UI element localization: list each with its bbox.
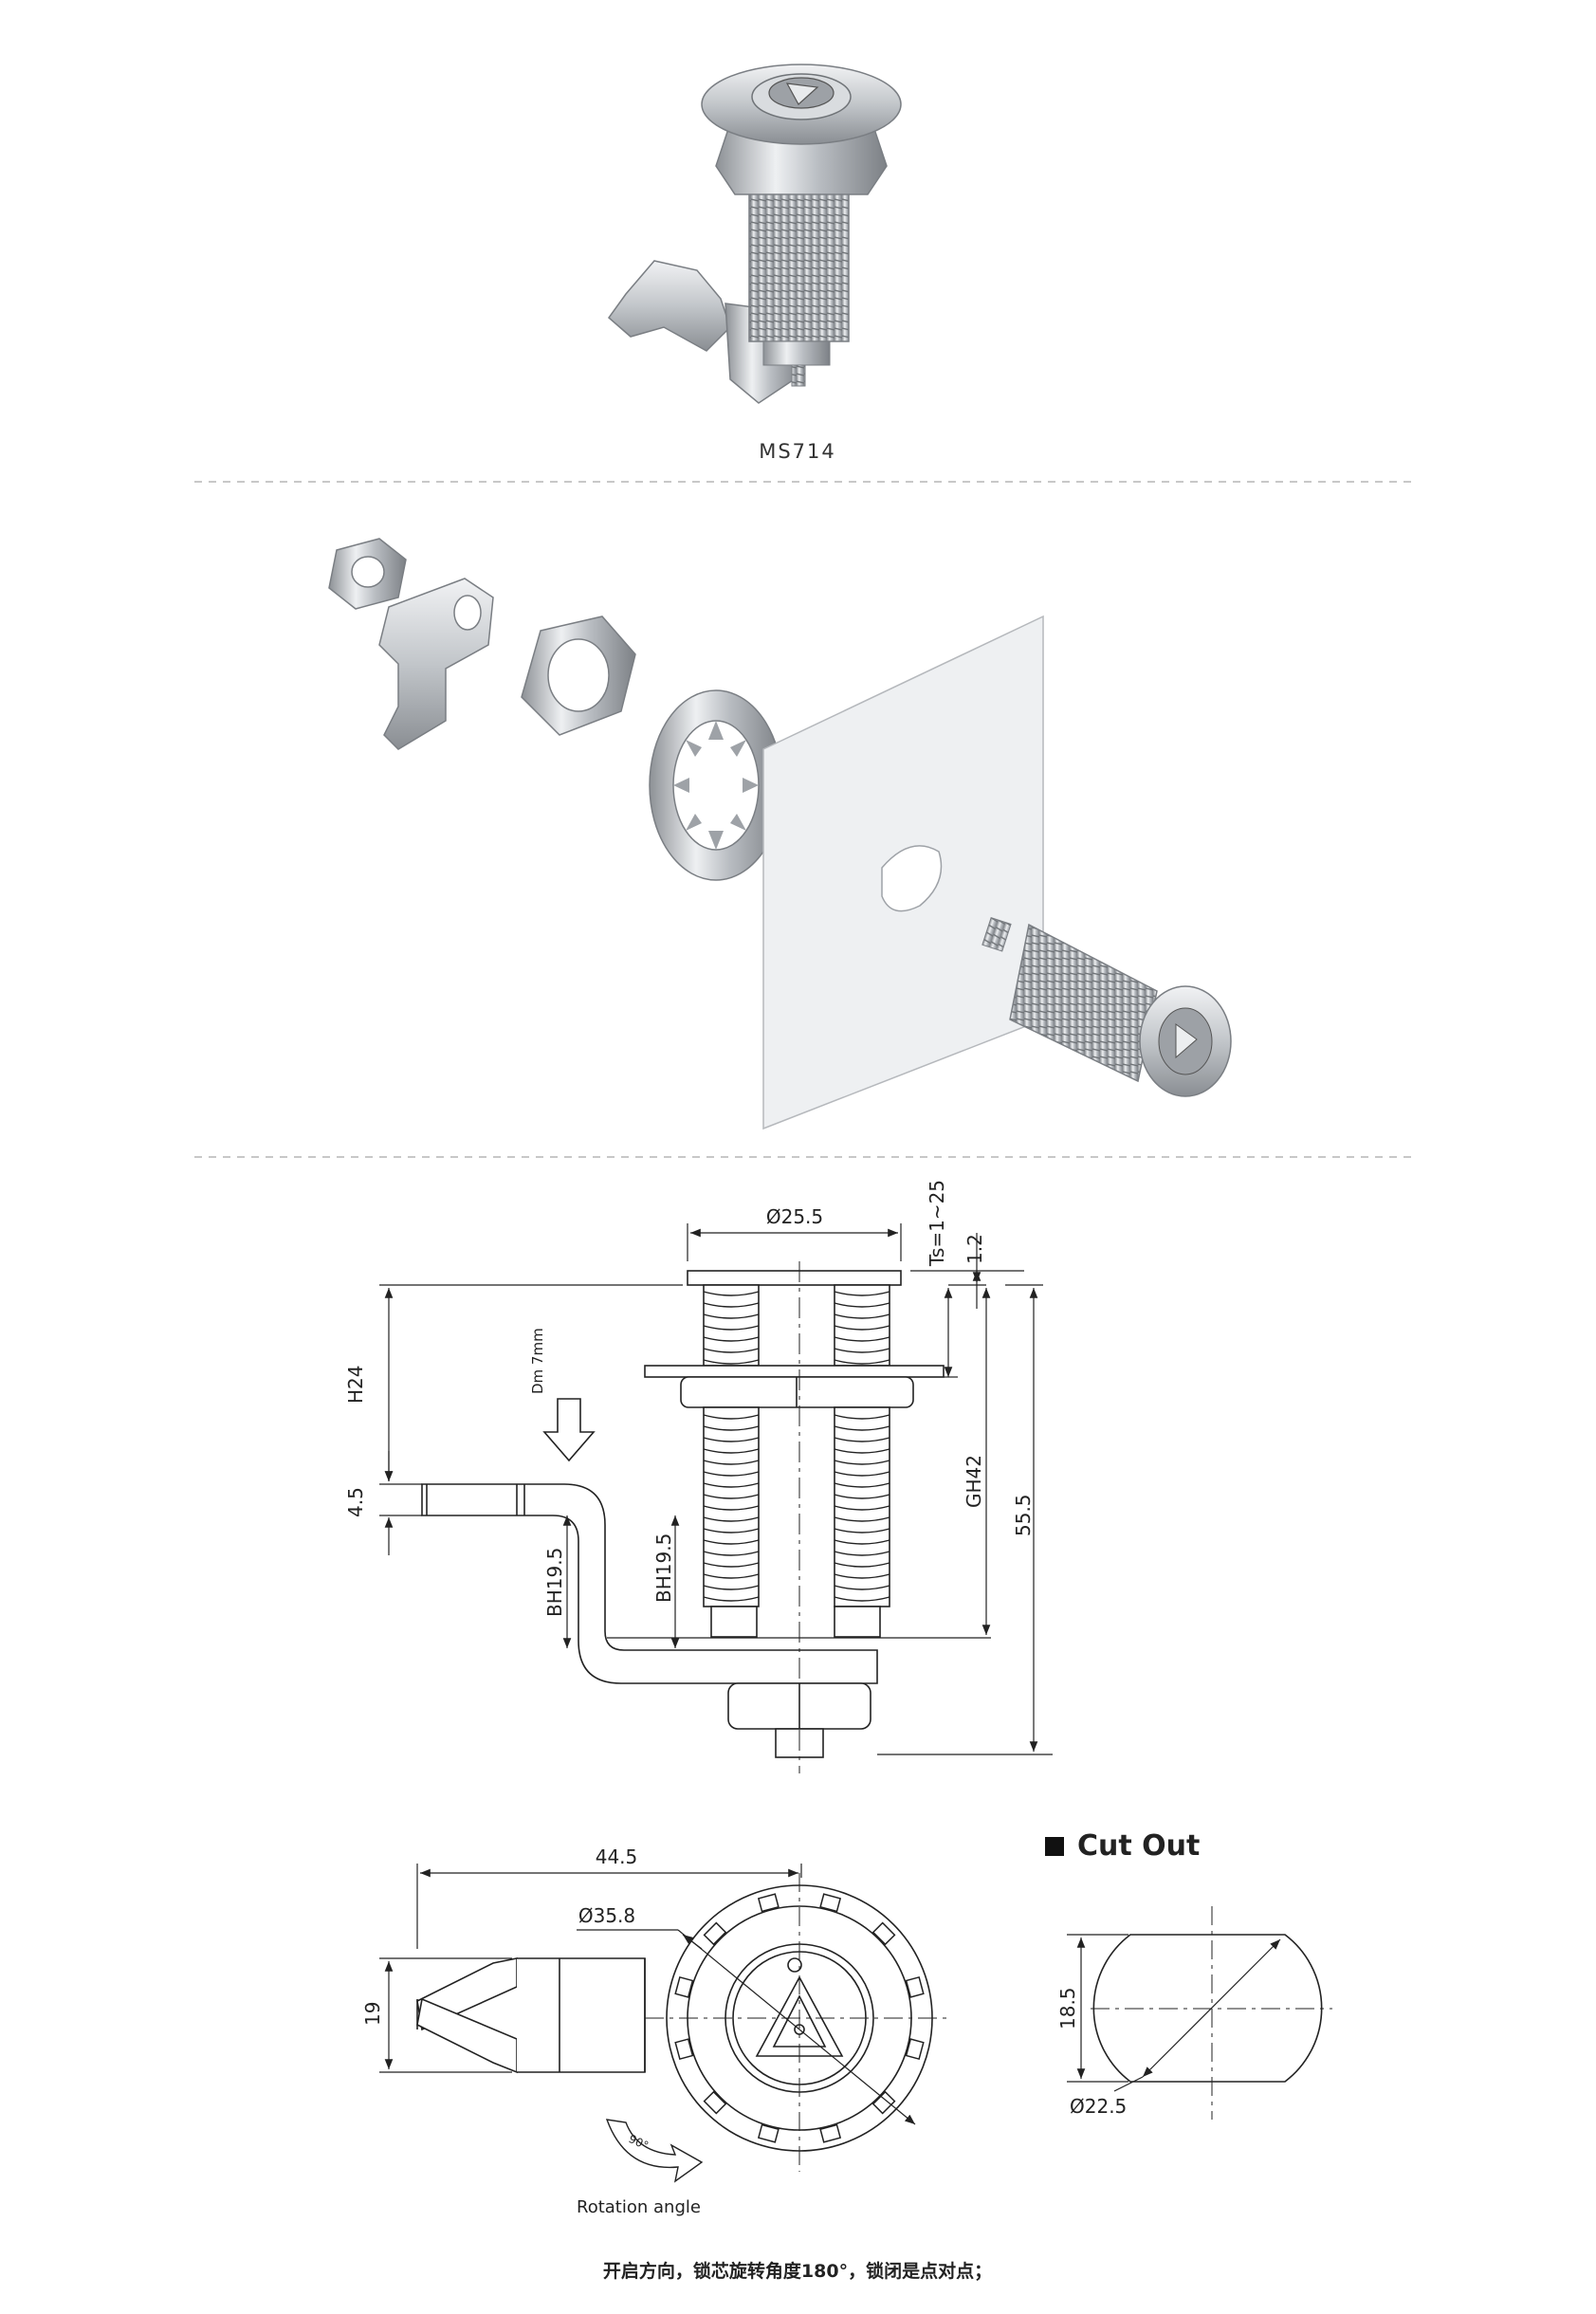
front-drawing: [416, 1873, 948, 2172]
thread-line: [703, 1437, 760, 1442]
thread-line: [834, 1551, 890, 1556]
thread-line: [834, 1302, 890, 1308]
thread-line: [834, 1325, 890, 1331]
dim-gh: GH42: [963, 1455, 985, 1508]
thread-line: [834, 1494, 890, 1499]
thread-line: [703, 1414, 760, 1420]
washer-tooth: [871, 1921, 896, 1946]
washer-tooth: [703, 2090, 727, 2115]
thread-line: [834, 1562, 890, 1568]
washer-tooth: [819, 2123, 842, 2143]
dim-cam-thickness: 4.5: [344, 1487, 367, 1517]
model-label: MS714: [759, 440, 836, 463]
thread-line: [703, 1325, 760, 1331]
thread-line: [703, 1336, 760, 1342]
thread-line: [703, 1460, 760, 1465]
front-dimensions: [379, 1864, 916, 2183]
exploded-view: [328, 538, 1232, 1130]
thread-line: [703, 1313, 760, 1319]
washer-tooth: [674, 1975, 694, 1998]
thread-line: [834, 1291, 890, 1296]
rotation-angle-label: Rotation angle: [577, 2197, 701, 2217]
thread-line: [703, 1494, 760, 1499]
washer-tooth: [905, 1975, 925, 1998]
thread-line: [703, 1596, 760, 1602]
washer-tooth: [871, 2090, 896, 2115]
thread-line: [703, 1471, 760, 1477]
washer-tooth: [703, 1921, 727, 1946]
cutout-diameter: Ø22.5: [1070, 2095, 1127, 2118]
thread-line: [834, 1585, 890, 1590]
thread-line: [834, 1448, 890, 1454]
thread-line: [834, 1336, 890, 1342]
thread-line: [703, 1528, 760, 1533]
thread-line: [703, 1348, 760, 1353]
thread-line: [703, 1551, 760, 1556]
dim-h: H24: [344, 1366, 367, 1405]
washer-tooth: [674, 2038, 694, 2061]
footer-note: 开启方向，锁芯旋转角度180°，锁闭是点对点；: [603, 2260, 992, 2282]
thread-right-upper: [834, 1284, 890, 1367]
washer-tooth: [757, 1893, 780, 1913]
thread-left-upper: [703, 1284, 760, 1367]
cutout-section: Cut Out 18.5 Ø22.5: [1045, 1829, 1332, 2120]
thread-line: [703, 1573, 760, 1579]
side-drawing: [421, 1261, 945, 1773]
dim-bh-inner: BH19.5: [652, 1533, 675, 1603]
thread-line: [834, 1460, 890, 1465]
thread-line: [834, 1437, 890, 1442]
dim-bh-outer: BH19.5: [543, 1548, 566, 1617]
thread-line: [834, 1348, 890, 1353]
thread-hatching: [703, 1291, 890, 1602]
thread-line: [834, 1482, 890, 1488]
dim-cam-length: 44.5: [596, 1846, 638, 1868]
thread-line: [703, 1291, 760, 1296]
cutout-title: Cut Out: [1077, 1829, 1200, 1863]
thread-line: [834, 1313, 890, 1319]
washer-tooth: [905, 2038, 925, 2061]
dim-cam-width: 19: [361, 2002, 384, 2026]
dim-top-diameter: Ø25.5: [766, 1205, 823, 1228]
dim-ts-range: Ts=1~25: [926, 1180, 948, 1267]
washer-tooth: [757, 2123, 780, 2143]
side-dimensions: [379, 1223, 1053, 1755]
thread-line: [834, 1425, 890, 1431]
dim-outer-diameter: Ø35.8: [578, 1904, 635, 1927]
cutout-square-icon: [1045, 1837, 1064, 1856]
thread-line: [703, 1448, 760, 1454]
thread-line: [703, 1562, 760, 1568]
thread-line: [834, 1539, 890, 1545]
thread-line: [834, 1359, 890, 1365]
thread-line: [834, 1596, 890, 1602]
washer-tooth: [819, 1893, 842, 1913]
washer-teeth: [674, 1893, 925, 2143]
dim-total-length: 55.5: [1012, 1494, 1035, 1536]
thread-line: [834, 1471, 890, 1477]
side-dimension-labels: Ø25.5 Ts=1~25 1.2 H24 4.5 Dm 7mm BH19.5 …: [344, 1180, 1035, 1617]
thread-line: [834, 1528, 890, 1533]
cutout-flat-width: 18.5: [1056, 1987, 1079, 2029]
thread-line: [834, 1505, 890, 1511]
thread-line: [703, 1585, 760, 1590]
product-image: [607, 64, 902, 404]
thread-line: [703, 1505, 760, 1511]
thread-line: [703, 1302, 760, 1308]
thread-line: [703, 1359, 760, 1365]
front-dimension-labels: 44.5 Ø35.8 19 90° Rotation angle: [361, 1846, 701, 2217]
thread-line: [703, 1539, 760, 1545]
dim-flange-thickness: 1.2: [963, 1234, 986, 1264]
thread-line: [703, 1425, 760, 1431]
thread-line: [703, 1482, 760, 1488]
thread-line: [703, 1516, 760, 1522]
dim-dm: Dm 7mm: [529, 1328, 546, 1394]
thread-line: [834, 1573, 890, 1579]
thread-line: [834, 1414, 890, 1420]
thread-line: [834, 1516, 890, 1522]
